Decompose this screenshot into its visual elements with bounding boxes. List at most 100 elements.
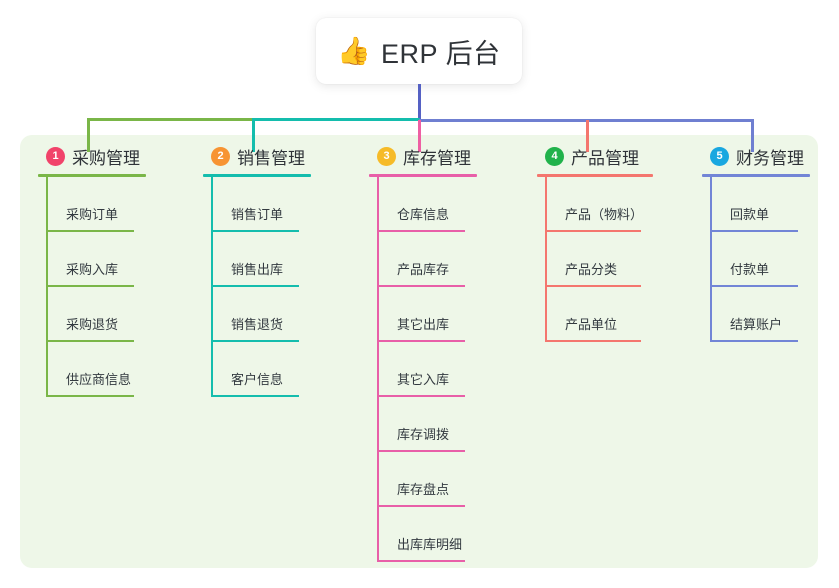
leaf-node-label: 库存调拨 xyxy=(397,427,450,442)
leaf-node-label: 采购订单 xyxy=(66,207,119,222)
branch-badge-1: 1 xyxy=(46,146,65,166)
branch-header-purchasing[interactable]: 1 采购管理 xyxy=(38,143,146,169)
branch-spine xyxy=(710,177,712,342)
leaf-node[interactable]: 销售订单 xyxy=(203,177,311,232)
leaf-node-label: 结算账户 xyxy=(730,317,783,332)
leaf-node-rule xyxy=(545,230,641,232)
leaf-node[interactable]: 销售退货 xyxy=(203,287,311,342)
leaf-node-rule xyxy=(46,340,134,342)
root-node-label: ERP 后台 xyxy=(381,38,501,69)
leaf-node[interactable]: 产品单位 xyxy=(537,287,653,342)
root-node[interactable]: 👍 ERP 后台 xyxy=(316,18,522,84)
leaf-node[interactable]: 采购入库 xyxy=(38,232,146,287)
leaf-node-label: 库存盘点 xyxy=(397,482,450,497)
branch-items-4: 产品（物料） 产品分类产品单位 xyxy=(537,177,653,342)
branch-header-rule-5 xyxy=(702,174,810,177)
branch-header-sales[interactable]: 2 销售管理 xyxy=(203,143,311,169)
leaf-node[interactable]: 回款单 xyxy=(702,177,810,232)
leaf-node[interactable]: 出库库明细 xyxy=(369,507,477,562)
branch-header-inventory[interactable]: 3 库存管理 xyxy=(369,143,477,169)
thumbs-up-icon: 👍 xyxy=(337,35,372,66)
branch-header-rule-3 xyxy=(369,174,477,177)
leaf-node-rule xyxy=(710,285,798,287)
leaf-node-label: 产品（物料） xyxy=(565,207,644,222)
branch-column-inventory: 3 库存管理 仓库信息产品库存其它出库其它入库库存调拨库存盘点出库库明细 xyxy=(369,143,477,562)
leaf-node-label: 产品单位 xyxy=(565,317,618,332)
leaf-node-rule xyxy=(545,340,641,342)
branch-items-1: 采购订单采购入库采购退货供应商信息 xyxy=(38,177,146,397)
branch-spine xyxy=(211,177,213,397)
leaf-node-rule xyxy=(710,340,798,342)
leaf-node[interactable]: 库存盘点 xyxy=(369,452,477,507)
leaf-node-label: 采购入库 xyxy=(66,262,119,277)
leaf-node-label: 客户信息 xyxy=(231,372,284,387)
branch-spine xyxy=(377,177,379,562)
branch-column-finance: 5 财务管理 回款单付款单结算账户 xyxy=(702,143,810,342)
leaf-node[interactable]: 库存调拨 xyxy=(369,397,477,452)
leaf-node-rule xyxy=(46,230,134,232)
leaf-node-label: 其它入库 xyxy=(397,372,450,387)
branch-header-rule-1 xyxy=(38,174,146,177)
leaf-node[interactable]: 采购订单 xyxy=(38,177,146,232)
leaf-node-rule xyxy=(545,285,641,287)
branch-title-1: 采购管理 xyxy=(72,148,140,168)
leaf-node-label: 采购退货 xyxy=(66,317,119,332)
branch-spine xyxy=(545,177,547,342)
leaf-node[interactable]: 销售出库 xyxy=(203,232,311,287)
leaf-node[interactable]: 产品分类 xyxy=(537,232,653,287)
leaf-node-rule xyxy=(211,340,299,342)
branch-badge-5: 5 xyxy=(710,146,729,166)
leaf-node-rule xyxy=(377,340,465,342)
branch-header-rule-4 xyxy=(537,174,653,177)
leaf-node-rule xyxy=(377,285,465,287)
branch-items-2: 销售订单销售出库销售退货客户信息 xyxy=(203,177,311,397)
leaf-node-rule xyxy=(377,505,465,507)
leaf-node[interactable]: 其它入库 xyxy=(369,342,477,397)
branch-items-3: 仓库信息产品库存其它出库其它入库库存调拨库存盘点出库库明细 xyxy=(369,177,477,562)
leaf-node-rule xyxy=(377,560,465,562)
leaf-node-label: 仓库信息 xyxy=(397,207,450,222)
branch-title-2: 销售管理 xyxy=(237,148,305,168)
leaf-node-label: 产品库存 xyxy=(397,262,450,277)
leaf-node-rule xyxy=(377,395,465,397)
leaf-node-label: 产品分类 xyxy=(565,262,618,277)
leaf-node-label: 回款单 xyxy=(730,207,770,222)
branch-column-purchasing: 1 采购管理 采购订单采购入库采购退货供应商信息 xyxy=(38,143,146,397)
leaf-node[interactable]: 付款单 xyxy=(702,232,810,287)
leaf-node-label: 供应商信息 xyxy=(66,372,132,387)
branch-items-5: 回款单付款单结算账户 xyxy=(702,177,810,342)
leaf-node-rule xyxy=(377,230,465,232)
branch-header-product[interactable]: 4 产品管理 xyxy=(537,143,653,169)
leaf-node[interactable]: 其它出库 xyxy=(369,287,477,342)
leaf-node-label: 其它出库 xyxy=(397,317,450,332)
branch-badge-4: 4 xyxy=(545,146,564,166)
branch-spine xyxy=(46,177,48,397)
branch-title-5: 财务管理 xyxy=(736,148,804,168)
leaf-node[interactable]: 产品库存 xyxy=(369,232,477,287)
leaf-node-rule xyxy=(710,230,798,232)
leaf-node-rule xyxy=(211,285,299,287)
leaf-node[interactable]: 客户信息 xyxy=(203,342,311,397)
leaf-node[interactable]: 采购退货 xyxy=(38,287,146,342)
leaf-node-rule xyxy=(377,450,465,452)
branch-column-sales: 2 销售管理 销售订单销售出库销售退货客户信息 xyxy=(203,143,311,397)
branch-header-finance[interactable]: 5 财务管理 xyxy=(702,143,810,169)
leaf-node-rule xyxy=(46,285,134,287)
diagram-background-panel xyxy=(20,135,818,568)
branch-header-rule-2 xyxy=(203,174,311,177)
leaf-node-label: 销售订单 xyxy=(231,207,284,222)
leaf-node-rule xyxy=(211,230,299,232)
leaf-node[interactable]: 仓库信息 xyxy=(369,177,477,232)
branch-title-4: 产品管理 xyxy=(571,148,639,168)
leaf-node-rule xyxy=(211,395,299,397)
leaf-node[interactable]: 供应商信息 xyxy=(38,342,146,397)
leaf-node-label: 付款单 xyxy=(730,262,770,277)
branch-title-3: 库存管理 xyxy=(403,148,471,168)
leaf-node-label: 销售出库 xyxy=(231,262,284,277)
leaf-node[interactable]: 结算账户 xyxy=(702,287,810,342)
leaf-node-label: 销售退货 xyxy=(231,317,284,332)
leaf-node-rule xyxy=(46,395,134,397)
leaf-node[interactable]: 产品（物料） xyxy=(537,177,653,232)
branch-badge-3: 3 xyxy=(377,146,396,166)
